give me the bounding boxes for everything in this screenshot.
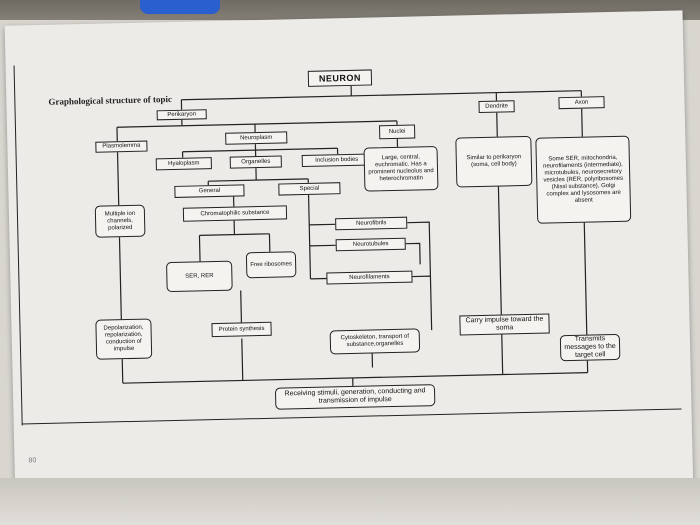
connector-lines bbox=[116, 85, 589, 386]
node-nuclei-description: Large, central, euchromatic. Has a promi… bbox=[363, 145, 439, 192]
node-axon: Axon bbox=[558, 96, 605, 110]
node-special: Special bbox=[278, 182, 341, 196]
node-neuron: NEURON bbox=[307, 69, 373, 87]
node-dendrite-description: Similar to perikaryon (soma, cell body) bbox=[455, 135, 533, 188]
node-perikaryon: Perikaryon bbox=[156, 109, 207, 121]
node-neurofilaments: Neurofilaments bbox=[326, 270, 413, 285]
node-multiple-ion-channels: Multiple ion channels, polarized bbox=[94, 204, 146, 238]
node-ser-rer: SER, RER bbox=[166, 260, 233, 293]
node-neurotubules: Neurotubules bbox=[335, 237, 406, 252]
node-dendrite: Dendrite bbox=[478, 100, 515, 114]
node-plasmolemma: Plasmolemma bbox=[95, 140, 148, 153]
node-chromatophilic-substance: Chromatophilic substance bbox=[182, 205, 288, 222]
node-neuroplasm: Neuroplasm bbox=[225, 131, 288, 145]
node-free-ribosomes: Free ribosomes bbox=[245, 251, 297, 279]
node-transmits-messages: Transmits messages to the target cell bbox=[559, 333, 621, 362]
node-cytoskeleton: Cytoskeleton, transport of substance,org… bbox=[329, 328, 421, 355]
node-general: General bbox=[174, 184, 245, 198]
desk-foreground bbox=[0, 478, 700, 525]
node-organelles: Organelles bbox=[229, 155, 282, 169]
textbook-page: 80 Graphological structure of topic bbox=[4, 10, 694, 506]
node-carry-impulse: Carry impulse toward the soma bbox=[459, 313, 550, 336]
node-inclusion-bodies: Inclusion bodies bbox=[301, 153, 372, 168]
node-neurofibrils: Neurofibrils bbox=[335, 216, 408, 231]
node-protein-synthesis: Protein synthesis bbox=[211, 321, 272, 338]
pen bbox=[140, 0, 220, 14]
node-nuclei: Nuclei bbox=[378, 124, 416, 140]
node-depolarization: Depolarization, repolarization, conducti… bbox=[95, 318, 153, 360]
node-axon-description: Some SER, mitochondria, neurofilaments (… bbox=[535, 135, 632, 224]
node-receiving-stimuli: Receiving stimuli, generation, conductin… bbox=[274, 384, 436, 410]
node-hyaloplasm: Hyaloplasm bbox=[155, 157, 212, 171]
